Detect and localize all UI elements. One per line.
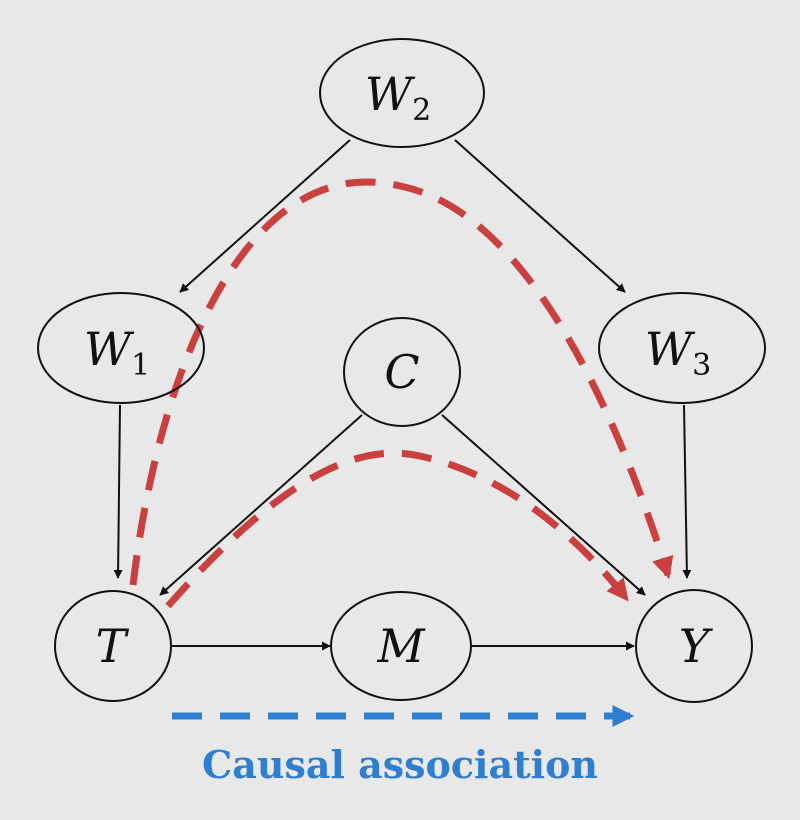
node-y-label: Y	[679, 619, 714, 673]
node-w1-ellipse	[37, 292, 205, 404]
backdoor-path-via-c	[165, 449, 629, 609]
node-w3: W3	[598, 292, 766, 404]
node-c-label: C	[384, 345, 419, 399]
node-w3-label: W3	[645, 322, 711, 383]
causal-association-caption: Causal association	[202, 742, 598, 787]
edge-w1-t	[113, 404, 123, 579]
node-t-ellipse	[54, 590, 172, 702]
node-c-ellipse	[343, 317, 461, 427]
edge-w2-w3	[454, 139, 626, 293]
node-w2-label: W2	[365, 67, 431, 128]
node-w3-ellipse	[598, 292, 766, 404]
node-y-ellipse	[635, 589, 753, 703]
node-m: M	[330, 591, 472, 701]
edge-c-t	[159, 414, 363, 596]
edge-c-y	[441, 414, 646, 596]
node-y: Y	[635, 589, 753, 703]
edges	[113, 139, 692, 651]
edge-w3-y	[682, 404, 692, 579]
node-m-label: M	[376, 619, 426, 673]
node-t-label: T	[96, 619, 130, 673]
node-w2: W2	[319, 38, 485, 148]
node-c: C	[343, 317, 461, 427]
node-w1: W1	[37, 292, 205, 404]
node-w2-ellipse	[319, 38, 485, 148]
node-w1-label: W1	[84, 322, 150, 383]
edge-w2-w1	[179, 139, 351, 293]
node-m-ellipse	[330, 591, 472, 701]
node-t: T	[54, 590, 172, 702]
